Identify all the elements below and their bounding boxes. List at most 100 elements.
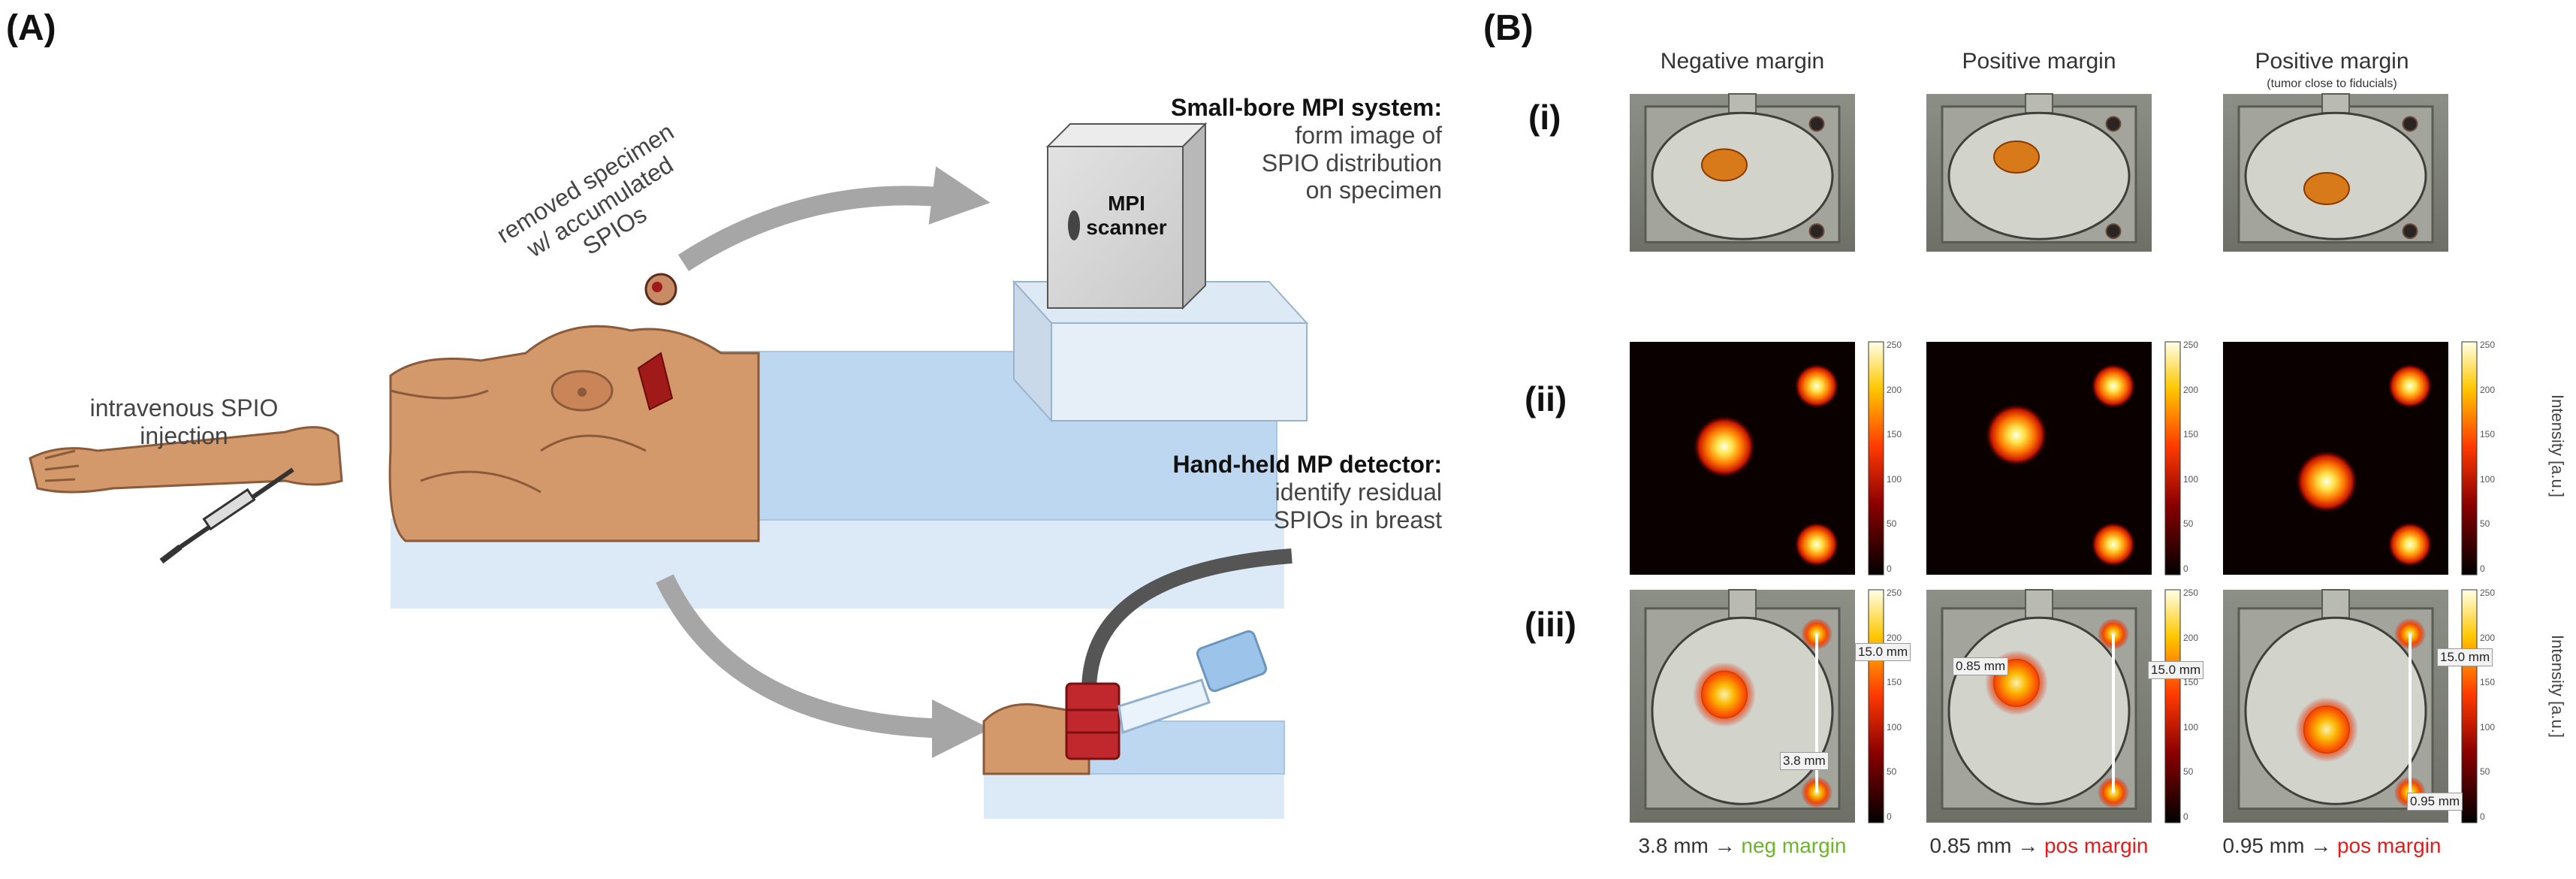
mpi-fiducial-signal (1794, 521, 1839, 567)
arm (29, 426, 343, 494)
mpi-fiducial-signal (2091, 363, 2136, 409)
mp-detector (1065, 682, 1121, 760)
tumor (2303, 172, 2350, 205)
syringe-icon (159, 467, 294, 564)
colorbar-label-ii: Intensity [a.u.] (2548, 394, 2567, 497)
colorbar (2164, 341, 2181, 575)
scanner-bore (1068, 210, 1080, 240)
fiducial (1808, 223, 1825, 240)
colorbar-tick: 150 (2480, 429, 2496, 440)
mpi-fiducial-signal (2387, 363, 2433, 409)
fiducial (2105, 223, 2122, 240)
colorbar (2164, 589, 2181, 823)
row-label-ii: (ii) (1525, 379, 1567, 418)
margin-measure-3: 0.95 mm (2407, 793, 2463, 811)
colorbar-tick: 200 (1887, 632, 1902, 643)
colorbar-tick: 100 (2183, 473, 2199, 485)
fiducial-distance-3: 15.0 mm (2437, 648, 2493, 666)
colorbar-tick: 0 (1887, 811, 1892, 822)
colorbar-tick: 100 (2183, 721, 2199, 732)
margin-measure-2: 0.85 mm (1953, 657, 2009, 675)
detector-cable (1081, 548, 1293, 692)
colorbar-tick: 150 (2183, 429, 2199, 440)
colorbar-tick: 50 (2480, 766, 2490, 778)
row-label-iii: (iii) (1525, 605, 1576, 644)
column-header-3: Positive margin (2255, 49, 2409, 74)
colorbar-tick: 50 (2183, 518, 2194, 530)
colorbar-tick: 100 (1887, 721, 1902, 732)
mpi-fiducial-signal (2091, 521, 2136, 567)
fiducial-distance-2: 15.0 mm (2148, 661, 2204, 679)
tumor (1701, 148, 1748, 182)
colorbar-tick: 250 (2183, 340, 2199, 350)
colorbar-tick: 0 (2480, 811, 2485, 822)
colorbar-tick: 50 (1887, 766, 1897, 778)
mpi-system-label: Small-bore MPI system: form image of SPI… (1171, 94, 1442, 204)
colorbar-tick: 250 (2480, 588, 2496, 598)
injection-label: intravenous SPIO injection (89, 394, 279, 449)
caption-2: 0.85 mm → pos margin (1929, 834, 2149, 857)
colorbar-tick: 200 (1887, 384, 1902, 395)
row-label-i: (i) (1528, 98, 1561, 137)
fiducial-distance-1: 15.0 mm (1855, 643, 1911, 661)
colorbar (2461, 589, 2478, 823)
colorbar-tick: 150 (2183, 677, 2199, 688)
colorbar (1868, 589, 1884, 823)
fiducial (2105, 116, 2122, 132)
colorbar-tick: 100 (2480, 721, 2496, 732)
colorbar-tick: 250 (1887, 340, 1902, 350)
margin-measure-1: 3.8 mm (1780, 752, 1829, 770)
arrow-to-scanner (677, 166, 991, 271)
colorbar-tick: 50 (2480, 518, 2490, 530)
platform (1051, 322, 1308, 421)
detector-label: Hand-held MP detector: identify residual… (1172, 451, 1442, 533)
tumor (1993, 140, 2040, 174)
tissue (1947, 111, 2131, 240)
panel-a-letter: (A) (6, 8, 56, 48)
incision (637, 352, 674, 411)
tissue (1651, 111, 1834, 240)
colorbar-tick: 200 (2480, 384, 2496, 395)
colorbar (2461, 341, 2478, 575)
colorbar-tick: 200 (2183, 632, 2199, 643)
colorbar-tick: 250 (1887, 588, 1902, 598)
mpi-tumor-signal (1985, 403, 2048, 467)
arrow-to-detector (656, 574, 991, 758)
panelB-images (1630, 93, 2478, 823)
colorbar-tick: 150 (2480, 677, 2496, 688)
mpi-overlay-tumor (2295, 696, 2358, 763)
colorbar-tick: 150 (1887, 677, 1902, 688)
fiducial (2402, 116, 2418, 132)
mpi-tumor-signal (1693, 415, 1756, 479)
colorbar-tick: 150 (1887, 429, 1902, 440)
colorbar-tick: 250 (2480, 340, 2496, 350)
mpi-fiducial-signal (1794, 363, 1839, 409)
colorbar-tick: 200 (2480, 632, 2496, 643)
colorbar-tick: 0 (2183, 811, 2188, 822)
caption-1: 3.8 mm → neg margin (1638, 834, 1847, 857)
scanner-label: MPI scanner (1086, 192, 1167, 240)
colorbar-tick: 100 (2480, 473, 2496, 485)
mpi-tumor-signal (2295, 450, 2358, 513)
mpi-fiducial-signal (2387, 521, 2433, 567)
colorbar-tick: 50 (1887, 518, 1897, 530)
colorbar-tick: 0 (2183, 563, 2188, 574)
fiducial (2402, 223, 2418, 240)
column-subheader-3: (tumor close to fiducials) (2267, 77, 2397, 90)
mpi-overlay-tumor (1693, 662, 1756, 727)
colorbar-tick: 0 (2480, 563, 2485, 574)
colorbar-tick: 0 (1887, 563, 1892, 574)
panel-b-letter: (B) (1483, 8, 1534, 48)
colorbar-tick: 200 (2183, 384, 2199, 395)
caption-3: 0.95 mm → pos margin (2222, 834, 2442, 857)
detector-handle (1196, 630, 1268, 693)
colorbar-tick: 100 (1887, 473, 1902, 485)
colorbar-label-iii: Intensity [a.u.] (2548, 635, 2567, 738)
colorbar-tick: 250 (2183, 588, 2199, 598)
tissue (1947, 616, 2131, 805)
patient-torso (388, 325, 760, 542)
column-header-1: Negative margin (1660, 49, 1825, 74)
colorbar-tick: 50 (2183, 766, 2194, 778)
column-header-2: Positive margin (1962, 49, 2116, 74)
